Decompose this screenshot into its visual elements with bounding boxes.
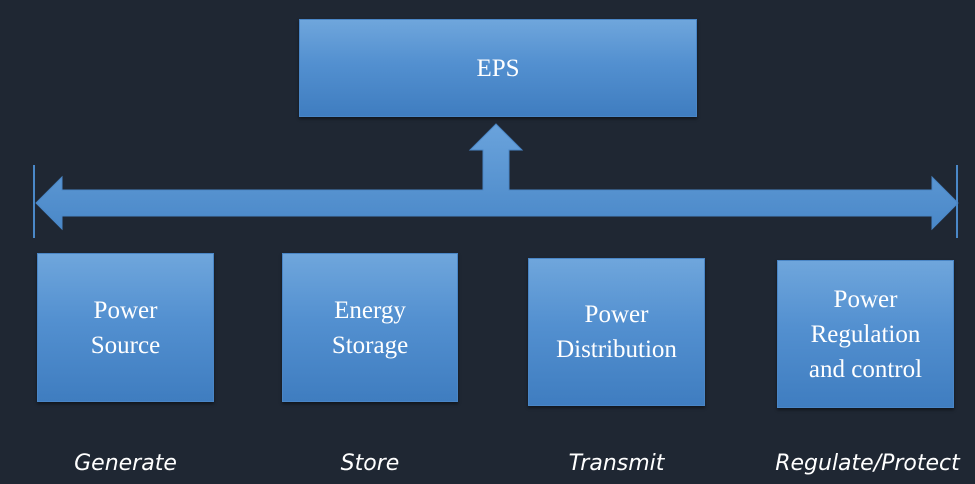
transmit-caption: Transmit xyxy=(568,451,665,476)
double-arrow-with-up-arrow xyxy=(35,123,959,231)
store-caption: Store xyxy=(340,451,400,476)
power-regulation-label: Power Regulation and control xyxy=(808,285,923,383)
power-source-label: Power Source xyxy=(90,296,161,359)
generate-caption: Generate xyxy=(74,451,177,476)
energy-storage-box: Energy Storage xyxy=(282,253,458,402)
eps-label: EPS xyxy=(476,54,520,82)
power-distribution-label: Power Distribution xyxy=(556,301,677,363)
power-distribution-box: Power Distribution xyxy=(528,258,705,406)
energy-storage-label: Energy Storage xyxy=(331,296,409,359)
regulate-protect-caption: Regulate/Protect xyxy=(775,451,960,476)
power-source-box: Power Source xyxy=(37,253,214,402)
eps-box: EPS xyxy=(299,19,697,117)
power-regulation-box: Power Regulation and control xyxy=(777,260,954,408)
